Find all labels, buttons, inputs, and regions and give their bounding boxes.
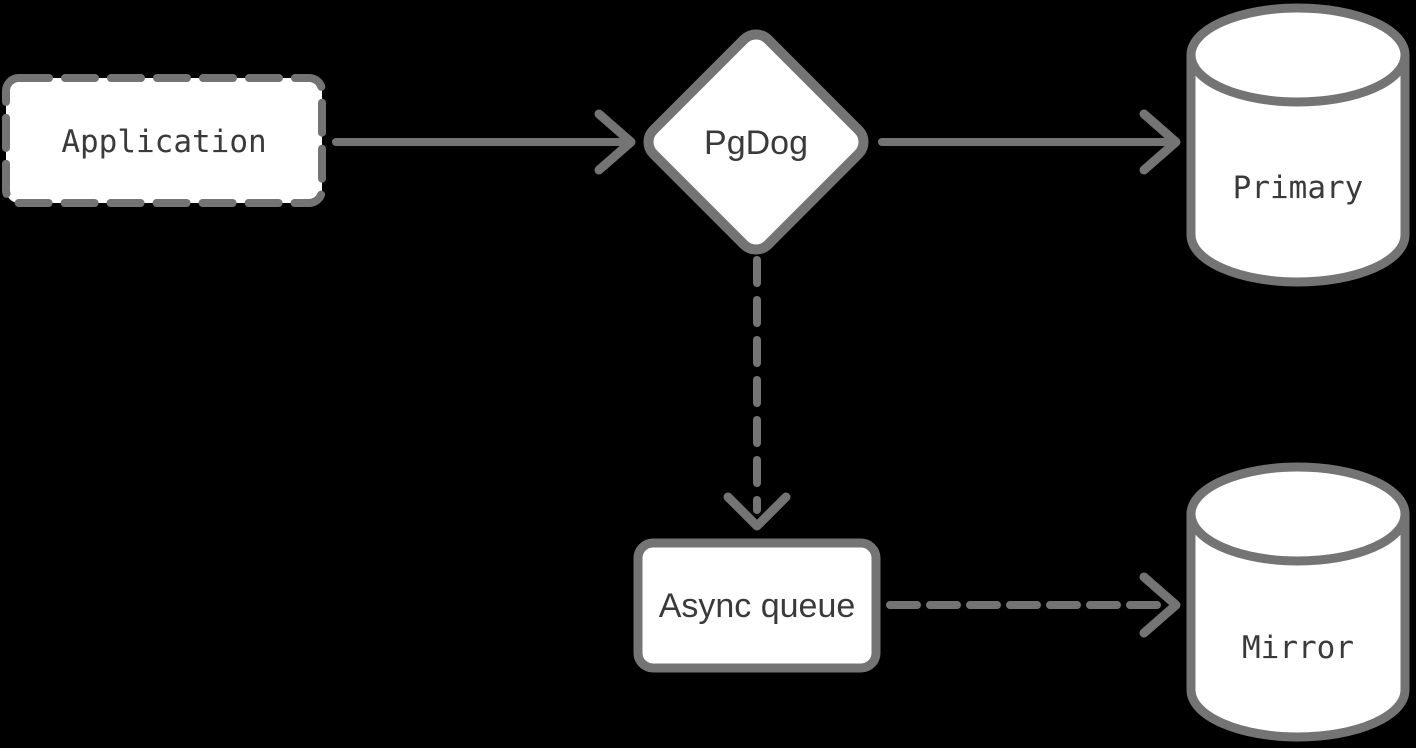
edge-pgdog-to-async-queue — [723, 256, 791, 531]
edge-pgdog-to-primary — [878, 109, 1181, 175]
async-queue-box — [633, 538, 881, 673]
primary-label: Primary — [1233, 170, 1364, 206]
mirror-cylinder-body — [1186, 514, 1410, 742]
async-queue-label: Async queue — [659, 587, 856, 625]
node-pgdog: PgDog — [643, 29, 869, 255]
arrowhead-right-icon — [594, 109, 636, 175]
primary-cylinder-top — [1186, 3, 1410, 107]
node-mirror: Mirror — [1186, 462, 1410, 742]
application-box — [2, 74, 326, 207]
arrowhead-right-icon — [1139, 572, 1181, 638]
application-label: Application — [61, 124, 266, 160]
arrowhead-down-icon — [723, 492, 791, 531]
node-async-queue: Async queue — [633, 538, 881, 673]
edge-application-to-pgdog — [332, 109, 636, 175]
node-application: Application — [2, 74, 326, 207]
mirror-cylinder-top — [1186, 462, 1410, 566]
edge-async-queue-to-mirror — [886, 572, 1181, 638]
node-primary: Primary — [1186, 3, 1410, 287]
arrowhead-right-icon — [1139, 109, 1181, 175]
pgdog-diamond — [643, 29, 869, 255]
mirror-label: Mirror — [1242, 630, 1354, 666]
pgdog-label: PgDog — [704, 124, 808, 162]
primary-cylinder-body — [1186, 55, 1410, 287]
